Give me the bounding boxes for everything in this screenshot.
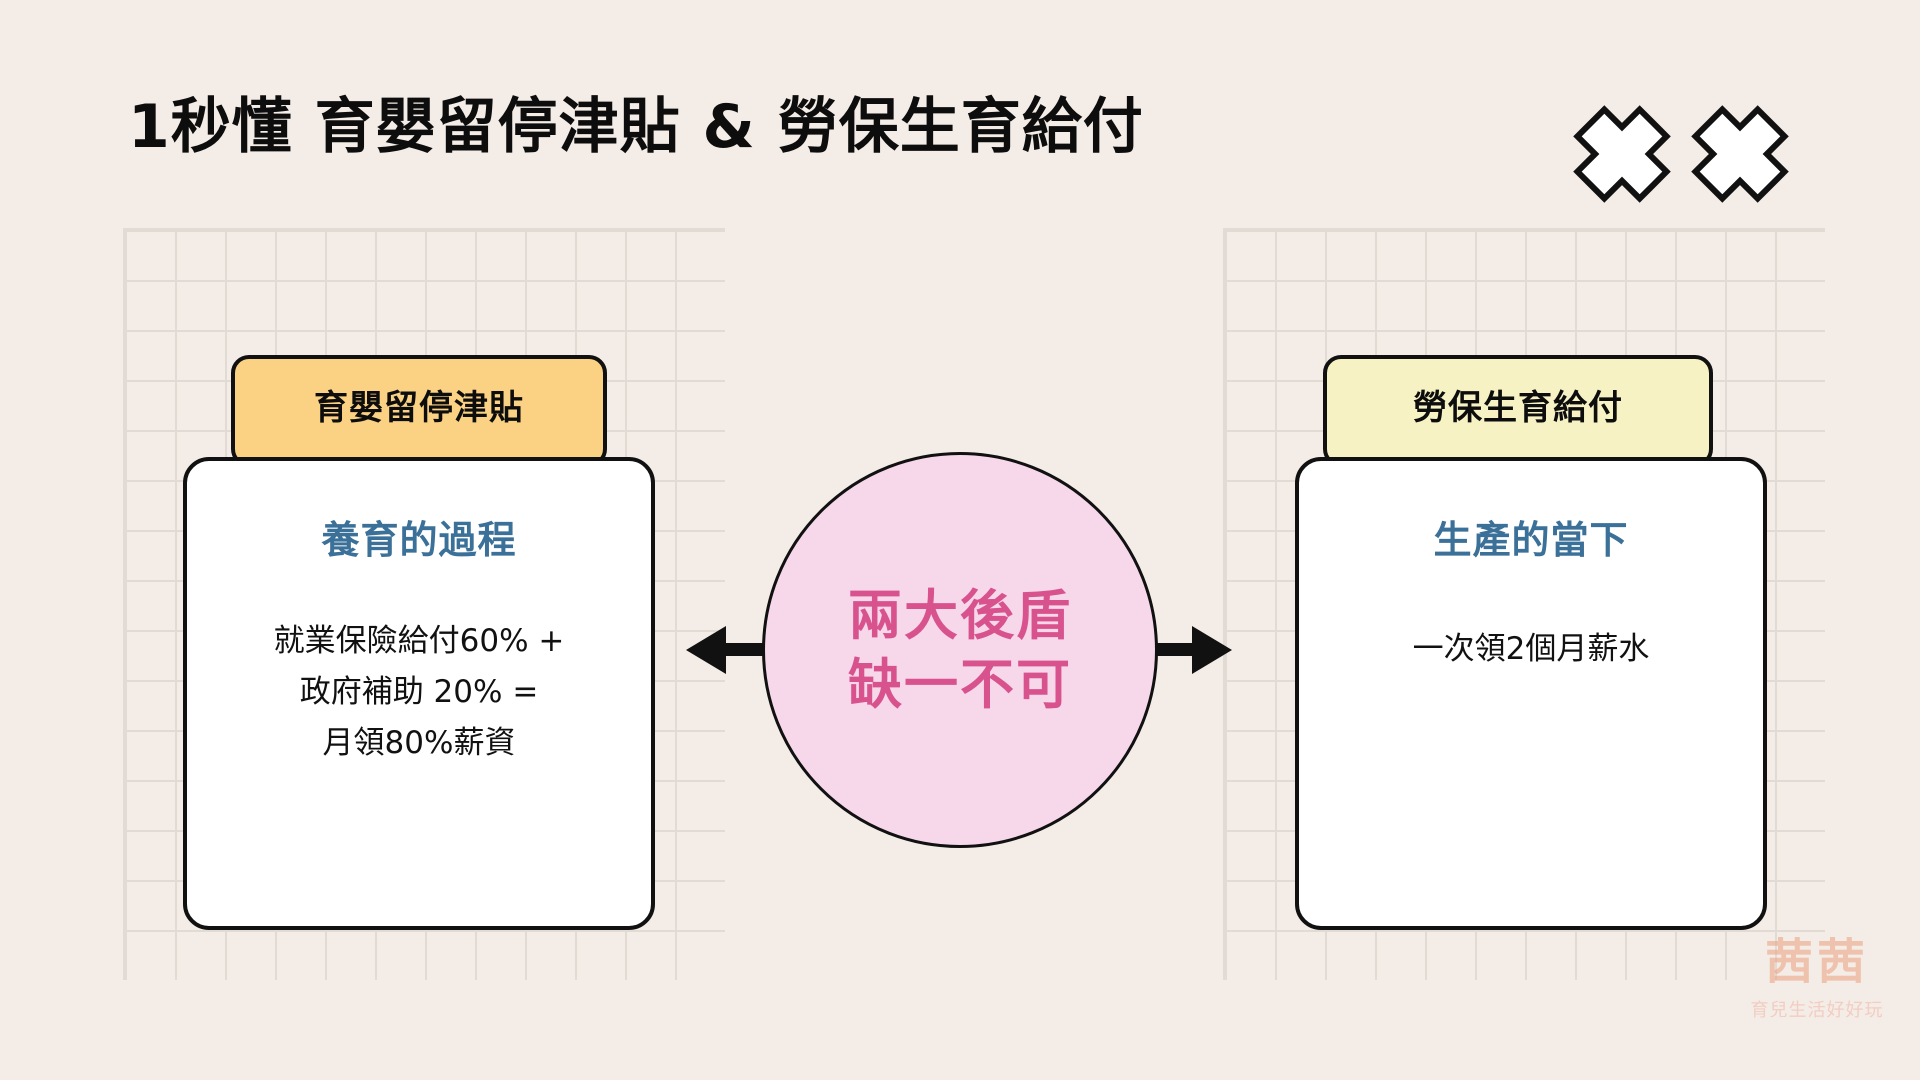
card-left-line: 政府補助 20% = — [299, 674, 539, 711]
card-left-tab: 育嬰留停津貼 — [231, 355, 607, 467]
card-right-tab-label: 勞保生育給付 — [1413, 387, 1623, 428]
decoration-group — [1572, 104, 1790, 204]
page-title: 1秒懂 育嬰留停津貼 & 勞保生育給付 — [128, 92, 1144, 162]
watermark-logo: 茜茜 育兒生活好好玩 — [1737, 938, 1897, 1022]
watermark-tagline: 育兒生活好好玩 — [1750, 1000, 1884, 1021]
center-circle: 兩大後盾 缺一不可 — [762, 452, 1158, 848]
card-left-body: 養育的過程 就業保險給付60% + 政府補助 20% = 月領80%薪資 — [183, 457, 655, 930]
card-left-tab-label: 育嬰留停津貼 — [314, 387, 524, 428]
card-right-body: 生產的當下 一次領2個月薪水 — [1295, 457, 1767, 930]
card-right-heading: 生產的當下 — [1433, 518, 1629, 562]
card-left-line: 月領80%薪資 — [322, 725, 516, 762]
card-right-tab: 勞保生育給付 — [1323, 355, 1713, 467]
arrow-right-icon — [1148, 622, 1232, 683]
x-mark-icon — [1572, 104, 1672, 204]
center-circle-line-1: 兩大後盾 — [848, 583, 1072, 647]
center-circle-line-2: 缺一不可 — [848, 653, 1072, 716]
card-right-line: 一次領2個月薪水 — [1412, 631, 1650, 667]
watermark-mark: 茜茜 — [1764, 934, 1869, 990]
card-left-line: 就業保險給付60% + — [273, 623, 565, 659]
arrow-left-icon — [686, 622, 770, 683]
card-right-lines: 一次領2個月薪水 — [1299, 624, 1763, 675]
card-left-lines: 就業保險給付60% + 政府補助 20% = 月領80%薪資 — [187, 616, 651, 769]
x-mark-icon — [1690, 104, 1790, 204]
card-left-heading: 養育的過程 — [321, 518, 517, 562]
